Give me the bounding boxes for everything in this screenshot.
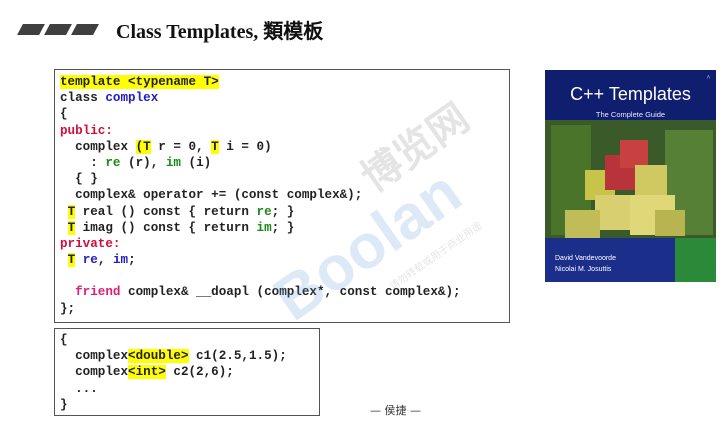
code-token: ... — [60, 381, 98, 396]
code-token: r = 0, — [150, 139, 212, 154]
highlighted-token: T — [67, 253, 76, 268]
class-template-code-box: template <typename T>class complex{publi… — [54, 69, 510, 323]
code-token: complex& operator += (const complex&); — [60, 188, 363, 203]
code-token: re — [256, 204, 272, 219]
book-subtitle: The Complete Guide — [595, 110, 666, 119]
code-token: ; } — [271, 204, 295, 219]
code-token — [60, 253, 68, 267]
code-token: { — [60, 333, 68, 347]
code-token: im — [165, 155, 181, 170]
code-line: public: — [60, 123, 509, 139]
book-title: C++ Templates — [570, 84, 691, 104]
code-token: im — [112, 253, 129, 268]
title-decoration-bars — [17, 23, 99, 35]
caret-icon: ^ — [706, 74, 710, 82]
highlighted-token: (T — [135, 139, 151, 154]
usage-code-box: { complex<double> c1(2.5,1.5); complex<i… — [54, 328, 320, 416]
cube-stack-illustration — [545, 120, 716, 282]
highlighted-token: <int> — [128, 365, 166, 380]
code-line: T re, im; — [60, 252, 509, 268]
code-token — [60, 205, 68, 219]
code-token: }; — [60, 301, 76, 316]
code-token: complex — [60, 139, 136, 154]
code-line: T imag () const { return im; } — [60, 220, 509, 236]
code-line: : re (r), im (i) — [60, 155, 509, 171]
code-token: public: — [60, 123, 113, 138]
code-token: re — [105, 155, 121, 170]
book-cover-image: ^ C++ Templates The Complete Guide David… — [545, 70, 716, 282]
code-line: ... — [60, 381, 319, 397]
highlighted-token: T — [67, 220, 76, 235]
code-token — [60, 285, 75, 299]
highlighted-token: template <typename T> — [60, 75, 219, 89]
decor-bar — [71, 23, 99, 35]
book-author: David Vandevoorde — [555, 255, 616, 262]
code-line: complex (T r = 0, T i = 0) — [60, 139, 509, 155]
code-token: (r), — [120, 155, 166, 170]
code-token: { — [60, 107, 68, 122]
code-line: friend complex& __doapl (complex*, const… — [60, 284, 509, 300]
code-line — [60, 268, 509, 284]
slide-footer: — 侯捷 — — [370, 404, 421, 417]
code-token: re — [82, 253, 98, 268]
code-token: c1(2.5,1.5); — [188, 349, 287, 364]
highlighted-token: T — [211, 139, 219, 154]
code-line: complex<double> c1(2.5,1.5); — [60, 348, 319, 364]
highlighted-token: T — [67, 204, 76, 219]
code-line: private: — [60, 236, 509, 252]
code-line: complex& operator += (const complex&); — [60, 187, 509, 203]
code-token: im — [256, 220, 272, 235]
code-token: } — [60, 397, 68, 412]
highlighted-token: <double> — [128, 349, 189, 364]
code-token — [75, 253, 83, 267]
code-token: real () const { return — [75, 204, 257, 219]
code-token: class — [60, 91, 106, 106]
code-line: class complex — [60, 90, 509, 106]
code-token: ; } — [271, 220, 295, 235]
decor-bar — [44, 23, 72, 35]
code-token: complex — [60, 365, 129, 380]
slide-header: Class Templates, 類模板 — [17, 14, 324, 44]
book-author: Nicolai M. Josuttis — [555, 266, 612, 273]
book-authors: David Vandevoorde Nicolai M. Josuttis — [555, 253, 616, 275]
code-token: complex — [105, 91, 159, 106]
code-line: { } — [60, 171, 509, 187]
code-token: complex& __doapl (complex*, const comple… — [120, 285, 461, 300]
code-token: imag () const { return — [75, 220, 257, 235]
code-token: complex — [60, 349, 129, 364]
code-line: } — [60, 397, 319, 413]
code-token — [60, 221, 68, 235]
code-token: i = 0) — [218, 139, 272, 154]
code-token: private: — [60, 236, 121, 251]
decor-bar — [17, 23, 45, 35]
code-line: T real () const { return re; } — [60, 204, 509, 220]
code-token: ; — [128, 253, 136, 268]
code-token: : — [60, 155, 106, 170]
code-token: , — [97, 253, 113, 268]
code-token: { } — [60, 172, 98, 187]
code-token: (i) — [180, 155, 212, 170]
code-line: { — [60, 106, 509, 122]
code-token: friend — [75, 285, 121, 300]
code-line: template <typename T> — [60, 74, 509, 90]
code-line: { — [60, 332, 319, 348]
code-token: c2(2,6); — [165, 365, 234, 380]
slide-title: Class Templates, 類模板 — [116, 20, 324, 43]
code-line: complex<int> c2(2,6); — [60, 364, 319, 380]
code-line: }; — [60, 301, 509, 317]
